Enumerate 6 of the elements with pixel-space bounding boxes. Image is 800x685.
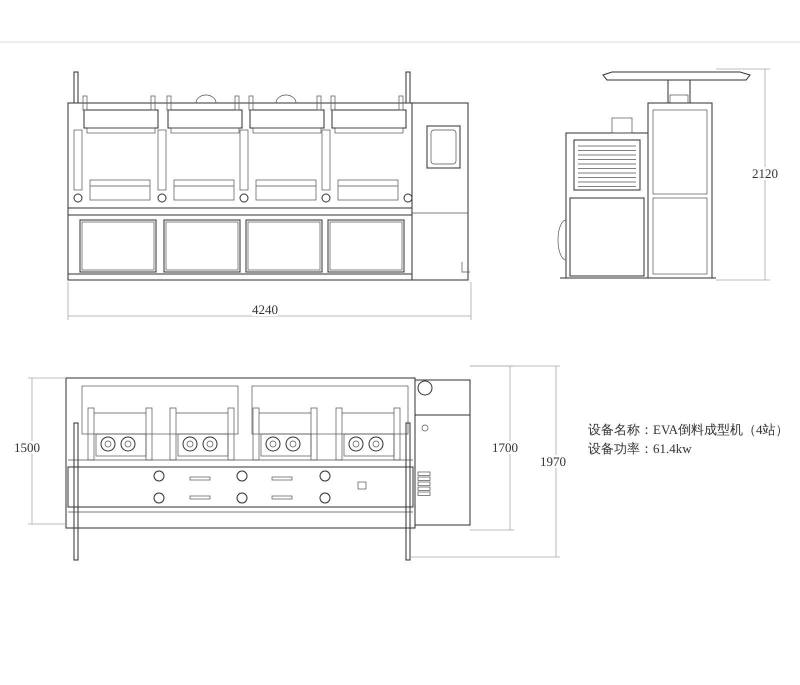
dimension-text: 4240 [252, 303, 278, 316]
spec-note: 设备功率：61.4kw [588, 442, 692, 455]
dimension-text: 1500 [14, 441, 40, 454]
dimension-text: 2120 [752, 167, 778, 180]
dimension-text: 1700 [492, 441, 518, 454]
dimension-text: 1970 [540, 455, 566, 468]
